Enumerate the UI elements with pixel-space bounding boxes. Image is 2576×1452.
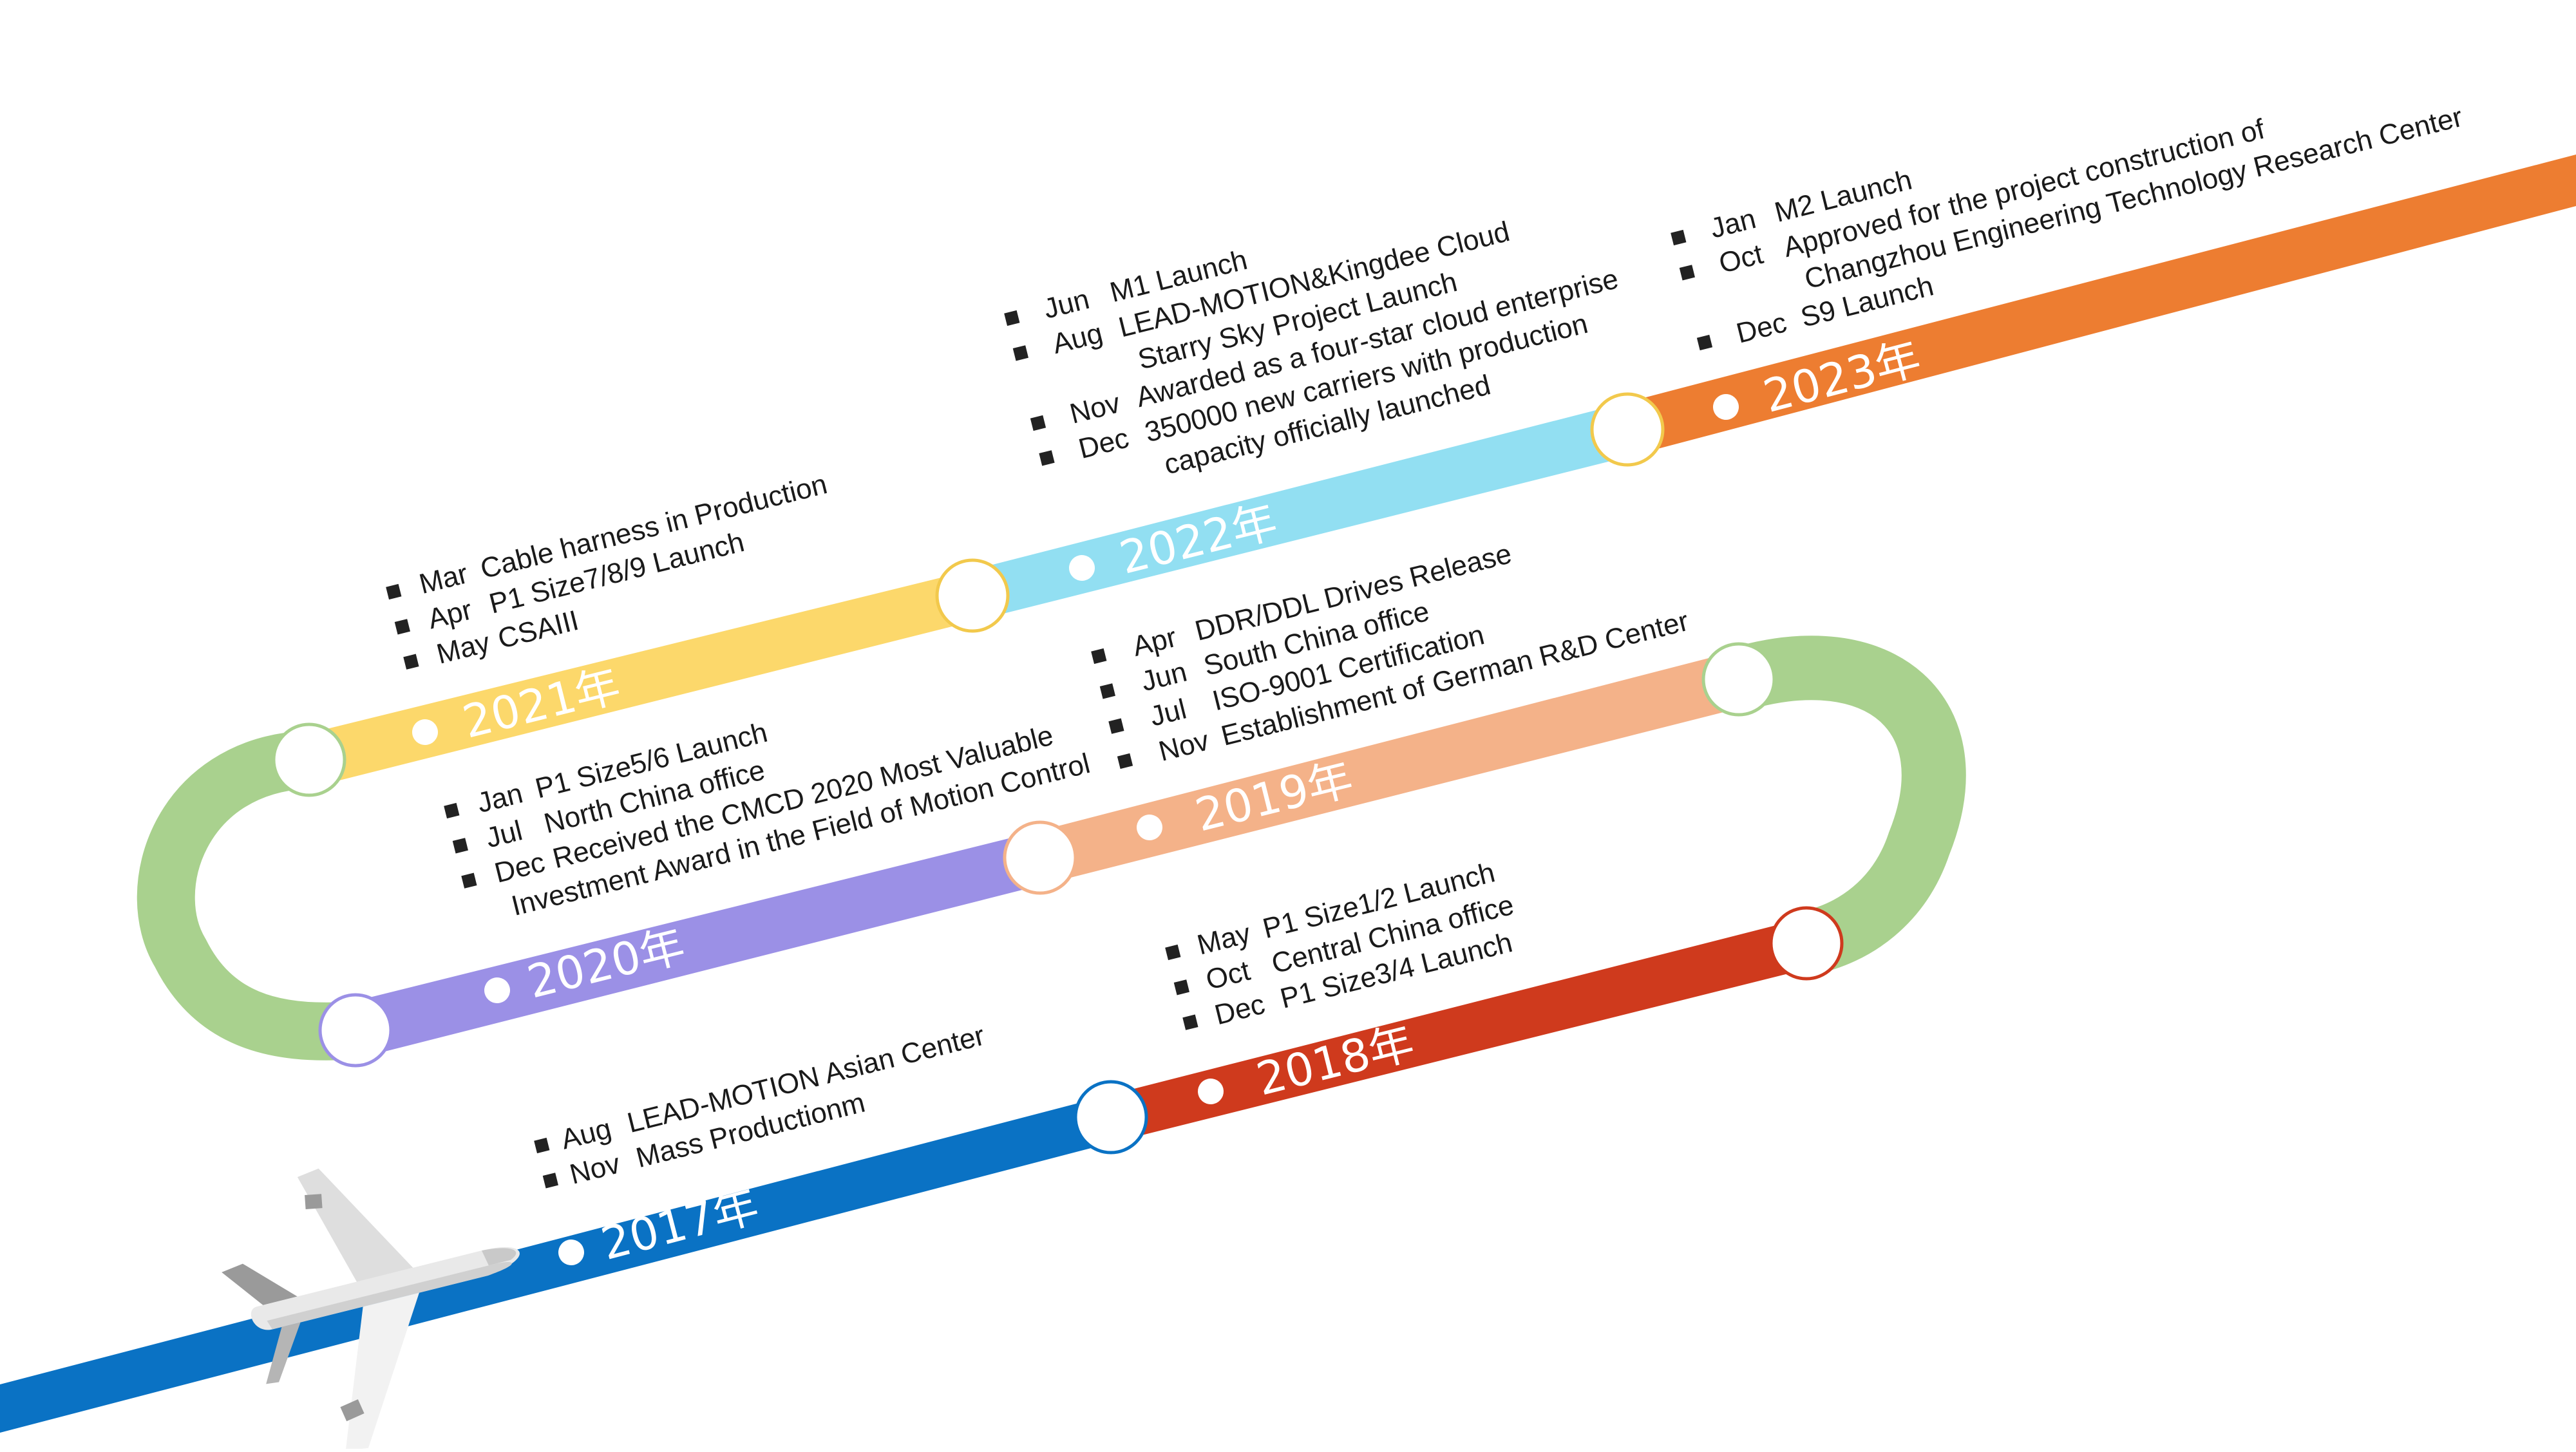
event-month: Jul — [1147, 693, 1189, 732]
event-month: Apr — [425, 594, 475, 635]
bullet-icon — [1680, 265, 1695, 280]
event-month: Dec — [1733, 306, 1790, 349]
event-month: Dec — [491, 846, 548, 889]
junction-2018-turn — [1771, 908, 1842, 979]
event-month: Nov — [1155, 725, 1212, 768]
event-month: Oct — [1716, 238, 1766, 279]
junction-turn-2021 — [274, 724, 345, 795]
event-month: Aug — [558, 1113, 614, 1155]
junction-2017-2018 — [1075, 1082, 1146, 1153]
bullet-icon — [1174, 979, 1189, 995]
year-label: 2023年 — [1758, 332, 1926, 423]
event-month: Dec — [1211, 988, 1268, 1031]
bullet-icon — [543, 1173, 558, 1188]
connector-right-arc — [1739, 668, 1934, 943]
bullet-icon — [1100, 683, 1115, 699]
junction-2020-turn — [320, 995, 391, 1066]
bullet-icon — [395, 619, 410, 634]
event-text-line2: Changzhou Engineering Technology Researc… — [1801, 101, 2466, 296]
year-label: 2019年 — [1190, 752, 1358, 842]
bullet-icon — [1030, 415, 1046, 431]
junction-2019-2020 — [1005, 822, 1075, 893]
event-month: Mar — [416, 558, 471, 600]
event-month: Jan — [1707, 203, 1759, 245]
connector-left-arc — [166, 760, 354, 1032]
bullet-icon — [1117, 753, 1133, 769]
bullet-icon — [403, 654, 419, 670]
band-2017 — [0, 1095, 1111, 1433]
bullet-icon — [1004, 310, 1019, 326]
bullet-icon — [386, 584, 401, 599]
event-month: Nov — [567, 1147, 623, 1190]
event-month: Jun — [1041, 283, 1093, 325]
bullet-icon — [1091, 648, 1106, 664]
bullet-icon — [461, 873, 477, 889]
event-month: Dec — [1075, 422, 1132, 465]
year-label: 2021年 — [457, 659, 625, 749]
bullet-icon — [1108, 719, 1124, 734]
year-label: 2022年 — [1114, 495, 1282, 585]
year-label: 2018年 — [1251, 1016, 1419, 1106]
bullet-icon — [453, 838, 468, 853]
event-month: Aug — [1049, 317, 1106, 360]
event-month: Apr — [1130, 621, 1180, 663]
year-label: 2017年 — [596, 1179, 764, 1270]
bullet-icon — [444, 803, 459, 818]
junction-2021-2022 — [937, 560, 1008, 631]
bullet-icon — [1697, 335, 1712, 350]
bullet-icon — [534, 1138, 549, 1153]
event-month: Jan — [474, 777, 526, 819]
event-month: Jul — [483, 815, 526, 854]
bullet-icon — [1671, 230, 1686, 245]
bullet-icon — [1182, 1015, 1198, 1030]
bullet-icon — [1039, 450, 1054, 466]
junction-2022-2023 — [1592, 394, 1663, 465]
event-month: Nov — [1066, 387, 1123, 429]
event-month: May — [433, 627, 493, 670]
junction-turn-2019 — [1703, 644, 1774, 715]
bullet-icon — [1013, 345, 1028, 361]
event-month: Oct — [1203, 955, 1253, 996]
bullet-icon — [1165, 945, 1180, 960]
event-month: Jun — [1138, 656, 1190, 698]
